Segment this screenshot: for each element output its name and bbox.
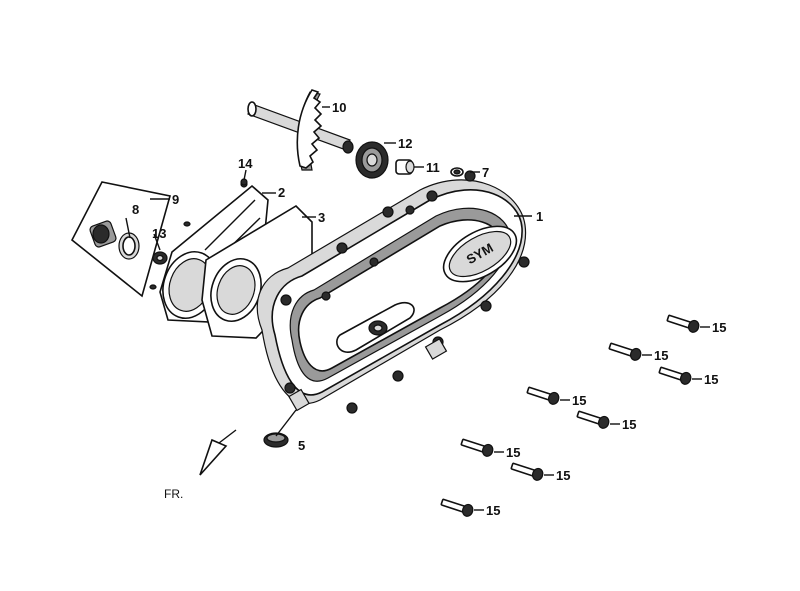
bolt-8 xyxy=(440,498,474,517)
part-1-crankcase-cover: SYM xyxy=(256,170,530,414)
callout-15: 15 xyxy=(572,393,586,408)
callout-7: 7 xyxy=(482,165,489,180)
callout-9: 9 xyxy=(172,192,179,207)
part-15-bolts xyxy=(440,314,700,517)
bolt-5 xyxy=(576,410,610,429)
callout-8: 8 xyxy=(132,202,139,217)
callout-labels: 1 2 3 5 7 8 9 10 11 12 13 14 15 15 15 15… xyxy=(132,100,726,518)
front-direction-arrow: FR. xyxy=(164,429,237,501)
bolt-6 xyxy=(460,438,494,457)
bolt-7 xyxy=(510,462,544,481)
part-11-bushing xyxy=(395,159,415,175)
callout-1: 1 xyxy=(536,209,543,224)
bolt-2 xyxy=(608,342,642,361)
part-5-plug xyxy=(263,432,289,448)
callout-5: 5 xyxy=(298,438,305,453)
callout-10: 10 xyxy=(332,100,346,115)
leader-lines xyxy=(125,106,710,511)
part-9-kit-box xyxy=(70,181,172,298)
callout-15: 15 xyxy=(622,417,636,432)
part-13-nut xyxy=(152,251,168,265)
cover-window xyxy=(336,301,415,353)
part-12-gear xyxy=(355,141,389,179)
part-10-kick-shaft xyxy=(247,89,354,171)
callout-14: 14 xyxy=(238,156,253,171)
part-7-bolt xyxy=(450,167,464,177)
callout-15: 15 xyxy=(704,372,718,387)
bolt-4 xyxy=(526,386,560,405)
bolt-1 xyxy=(666,314,700,333)
callout-12: 12 xyxy=(398,136,412,151)
callout-11: 11 xyxy=(426,160,440,175)
bolt-3 xyxy=(658,366,692,385)
callout-15: 15 xyxy=(712,320,726,335)
callout-13: 13 xyxy=(152,226,166,241)
callout-2: 2 xyxy=(278,185,285,200)
callout-15: 15 xyxy=(486,503,500,518)
callout-15: 15 xyxy=(556,468,570,483)
cover-logo-badge: SYM xyxy=(442,225,518,283)
front-direction-label: FR. xyxy=(164,487,183,501)
callout-15: 15 xyxy=(654,348,668,363)
callout-3: 3 xyxy=(318,210,325,225)
cover-bolt-bosses xyxy=(280,170,530,414)
callout-15: 15 xyxy=(506,445,520,460)
part-8-plug xyxy=(89,220,140,260)
